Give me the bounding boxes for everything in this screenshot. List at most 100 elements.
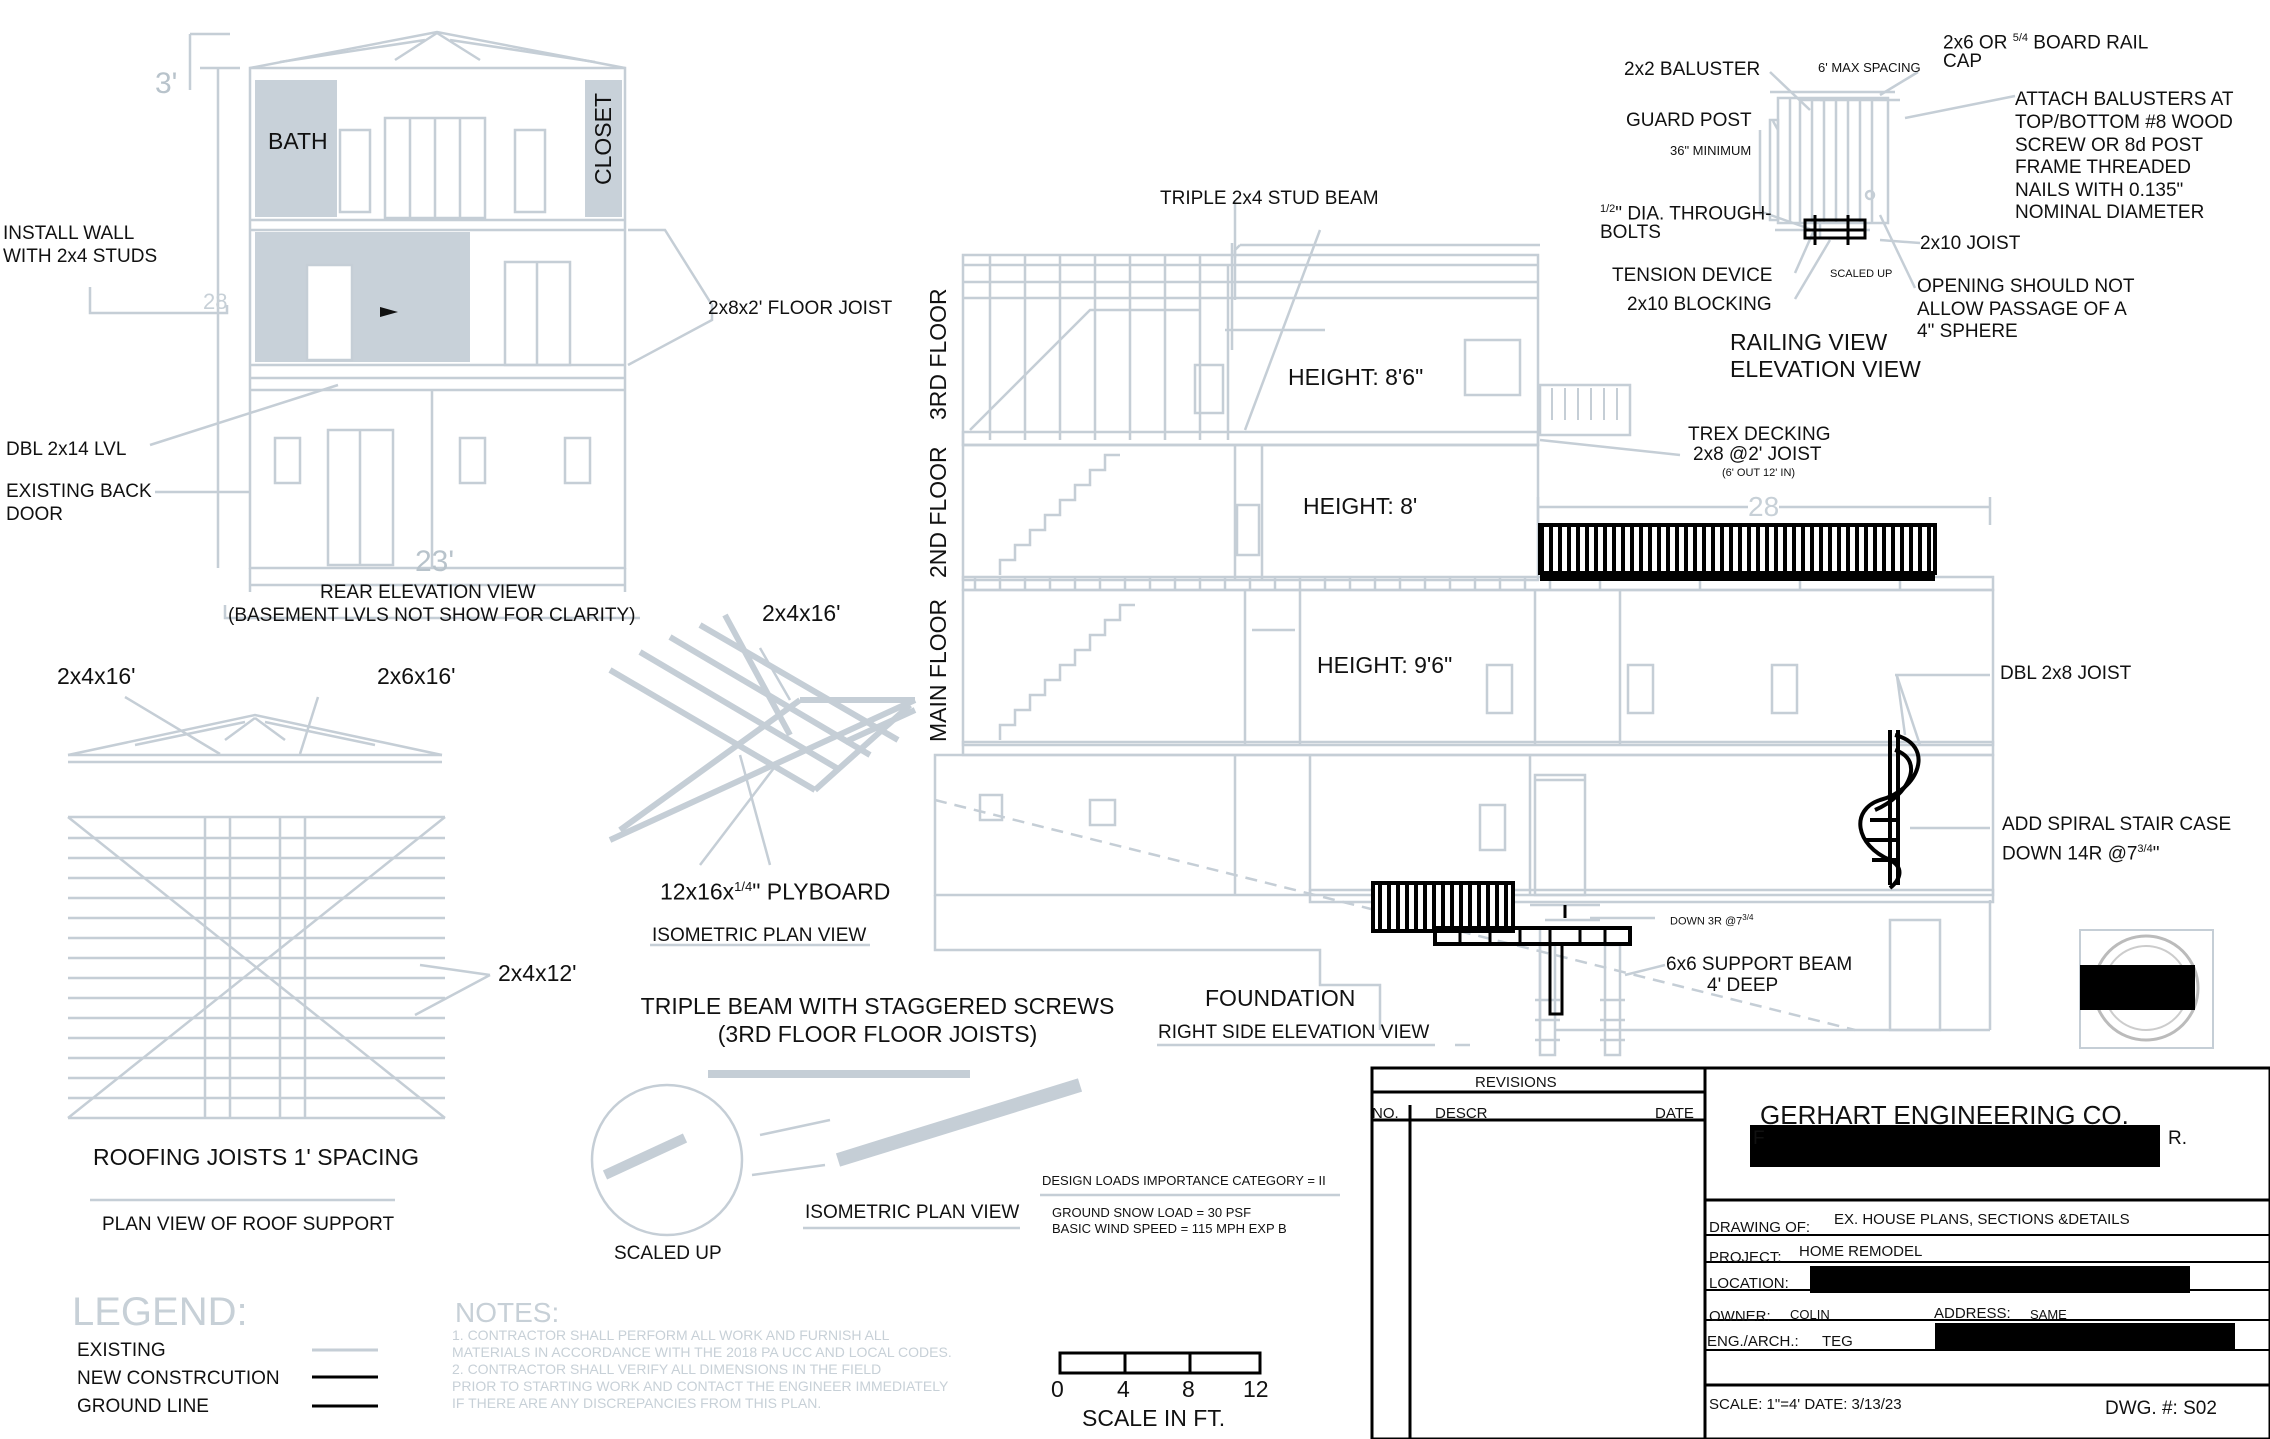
railing-detail-drawing	[1758, 70, 2016, 300]
legend-ground: GROUND LINE	[77, 1396, 209, 1417]
roof-joist-label-2: 2x6x16'	[377, 663, 456, 689]
roof-joist-label-1: 2x4x16'	[57, 663, 136, 689]
roof-plan-title: PLAN VIEW OF ROOF SUPPORT	[102, 1214, 395, 1235]
bath-label: BATH	[268, 128, 328, 154]
redaction-bar	[2080, 965, 2195, 1010]
isometric-title: ISOMETRIC PLAN VIEW	[652, 925, 867, 946]
scale-tick-4: 4	[1117, 1376, 1130, 1402]
roof-joist-label-3: 2x4x12'	[498, 960, 577, 986]
rear-elevation-drawing	[88, 30, 714, 620]
scale-tick-8: 8	[1182, 1376, 1195, 1402]
back-door-label: EXISTING BACK DOOR	[6, 481, 152, 525]
deck-joist-label: 2x8 @2' JOIST	[1693, 444, 1822, 465]
dim-3ft: 3'	[155, 67, 178, 100]
attach-line: TOP/BOTTOM #8 WOOD	[2015, 112, 2233, 133]
opening-line: 4" SPHERE	[1917, 321, 2018, 342]
owner-value: COLIN	[1790, 1307, 1830, 1322]
isometric-roof-drawing	[608, 613, 917, 843]
redaction-bar	[1810, 1266, 2190, 1293]
roof-spacing-label: ROOFING JOISTS 1' SPACING	[93, 1144, 420, 1170]
project-value: HOME REMODEL	[1799, 1243, 1923, 1260]
floor-2-label: 2ND FLOOR	[925, 446, 951, 578]
legend-existing: EXISTING	[77, 1340, 166, 1361]
dbl-lvl-label: DBL 2x14 LVL	[6, 439, 127, 460]
eng-label: ENG./ARCH.:	[1707, 1333, 1799, 1350]
railing-title-2: ELEVATION VIEW	[1730, 356, 1921, 382]
revisions-header: REVISIONS	[1475, 1074, 1557, 1091]
address-value: SAME	[2030, 1307, 2067, 1322]
height-main-label: HEIGHT: 9'6"	[1317, 652, 1453, 678]
bolts-label-2: BOLTS	[1600, 222, 1661, 243]
scale-label: SCALE IN FT.	[1082, 1405, 1226, 1431]
for-suffix: R.	[2168, 1128, 2187, 1149]
plyboard-label: 12x16x1/4" PLYBOARD	[660, 878, 891, 905]
side-elevation-new-construction	[1371, 383, 1937, 1016]
note-line: 2. CONTRACTOR SHALL VERIFY ALL DIMENSION…	[452, 1361, 882, 1377]
max-spacing-label: 6' MAX SPACING	[1818, 60, 1921, 75]
dwg-number: DWG. #: S02	[2105, 1398, 2217, 1419]
address-label: ADDRESS:	[1934, 1305, 2011, 1322]
drawing-of-value: EX. HOUSE PLANS, SECTIONS &DETAILS	[1834, 1211, 2130, 1228]
closet-label: CLOSET	[590, 92, 616, 185]
spiral-label-2: DOWN 14R @73/4"	[2002, 843, 2160, 865]
notes-title: NOTES:	[455, 1297, 560, 1328]
design-loads-title: DESIGN LOADS IMPORTANCE CATEGORY = II	[1042, 1173, 1326, 1188]
redaction-bar	[1935, 1323, 2235, 1351]
blocking-label: 2x10 BLOCKING	[1627, 294, 1772, 315]
deck-dim-28: 28	[1748, 491, 1780, 522]
project-label: PROJECT:	[1709, 1249, 1782, 1266]
beam-iso-title: ISOMETRIC PLAN VIEW	[805, 1202, 1020, 1223]
railing-title-1: RAILING VIEW	[1730, 329, 1888, 355]
rail-cap-label-2: CAP	[1943, 51, 1983, 72]
triple-beam-drawing	[590, 1070, 1340, 1237]
dim-28: 28	[203, 289, 228, 314]
attach-line: NOMINAL DIAMETER	[2015, 202, 2205, 223]
design-loads-wind: BASIC WIND SPEED = 115 MPH EXP B	[1052, 1221, 1287, 1236]
rear-elevation-subtitle: (BASEMENT LVLS NOT SHOW FOR CLARITY)	[228, 605, 636, 626]
dim-23ft: 23'	[415, 545, 455, 578]
side-elevation-existing	[933, 200, 1995, 1057]
foundation-label: FOUNDATION	[1205, 985, 1356, 1011]
down-3r-label: DOWN 3R @73/4	[1670, 913, 1754, 928]
rev-descr-header: DESCR	[1435, 1105, 1488, 1122]
redaction-bar	[1750, 1125, 2160, 1167]
for-prefix: F	[1753, 1128, 1765, 1149]
floor-main-label: MAIN FLOOR	[925, 598, 951, 742]
legend-title: LEGEND:	[72, 1290, 248, 1334]
tension-label: TENSION DEVICE	[1612, 265, 1773, 286]
bolts-label-1: 1/2" DIA. THROUGH-	[1600, 203, 1772, 225]
triple-stud-label: TRIPLE 2x4 STUD BEAM	[1160, 188, 1379, 209]
legend-lines	[312, 1348, 378, 1408]
support-beam-label-1: 6x6 SUPPORT BEAM	[1666, 954, 1853, 975]
owner-label: OWNER:	[1709, 1308, 1771, 1325]
scale-date-label: SCALE: 1"=4' DATE: 3/13/23	[1709, 1396, 1902, 1413]
legend-new: NEW CONSTRCUTION	[77, 1368, 280, 1389]
deck-joist-note: (6' OUT 12' IN)	[1722, 467, 1796, 479]
floor-joist-label: 2x8x2' FLOOR JOIST	[708, 298, 893, 319]
rev-no-header: NO.	[1372, 1105, 1399, 1122]
side-elevation-title: RIGHT SIDE ELEVATION VIEW	[1158, 1022, 1430, 1043]
attach-line: FRAME THREADED	[2015, 157, 2191, 178]
guard-post-label: GUARD POST	[1626, 110, 1752, 131]
beam-subtitle: (3RD FLOOR FLOOR JOISTS)	[717, 1021, 1038, 1047]
rail-joist-label: 2x10 JOIST	[1920, 233, 2021, 254]
support-beam-label-2: 4' DEEP	[1707, 975, 1779, 996]
attach-line: NAILS WITH 0.135"	[2015, 180, 2184, 201]
rev-date-header: DATE	[1655, 1105, 1694, 1122]
rear-shaded-rooms	[255, 80, 622, 362]
opening-line: OPENING SHOULD NOT	[1917, 276, 2135, 297]
beam-title: TRIPLE BEAM WITH STAGGERED SCREWS	[640, 993, 1115, 1019]
roof-plan-drawing	[67, 695, 491, 1202]
note-line: 1. CONTRACTOR SHALL PERFORM ALL WORK AND…	[452, 1327, 890, 1343]
iso-label: 2x4x16'	[762, 600, 841, 626]
design-loads-snow: GROUND SNOW LOAD = 30 PSF	[1052, 1205, 1252, 1220]
note-line: PRIOR TO STARTING WORK AND CONTACT THE E…	[452, 1378, 949, 1394]
scale-bar	[1058, 1351, 1262, 1375]
eng-value: TEG	[1822, 1333, 1853, 1350]
spiral-label-1: ADD SPIRAL STAIR CASE	[2002, 814, 2232, 835]
rail-scaled-up: SCALED UP	[1830, 268, 1893, 280]
location-label: LOCATION:	[1709, 1275, 1789, 1292]
rear-elevation-title: REAR ELEVATION VIEW	[320, 582, 536, 603]
company-name: GERHART ENGINEERING CO.	[1760, 1100, 2129, 1130]
